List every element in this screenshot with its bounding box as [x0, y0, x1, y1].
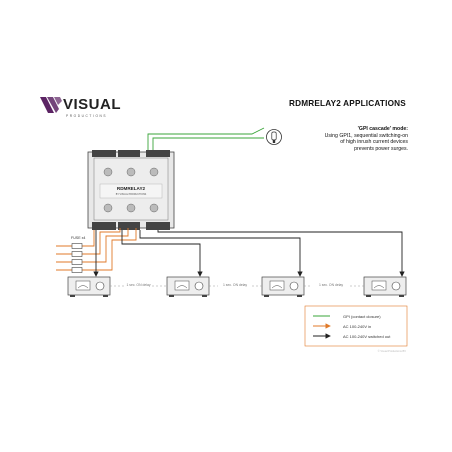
fuse-label: FUSE x4 [71, 236, 86, 240]
amplifier-2 [166, 276, 210, 297]
key-switch-icon [266, 129, 282, 145]
fuse-icons [71, 243, 83, 273]
mode-line: Using GPI1, sequential switching-on [324, 132, 408, 139]
legend-label-ac-in: AC 100-240V in [343, 323, 372, 329]
gpi-wires [147, 127, 265, 152]
legend-box [304, 305, 408, 347]
brand-subtitle: PRODUCTIONS [66, 114, 108, 118]
ac-in-wires [56, 228, 137, 271]
visual-productions-logo-mark [40, 97, 62, 113]
legend-label-ac-out: AC 100-240V switched out [343, 333, 391, 339]
page-title: RDMRELAY2 APPLICATIONS [289, 99, 406, 108]
amplifier-4 [363, 276, 407, 297]
delay-label-1: 1 sec. ON delay [126, 283, 151, 287]
device-name: RDMRELAY2 [116, 186, 146, 191]
copyright-notice: © Visual Productions BV [377, 350, 406, 353]
amplifier-3 [261, 276, 305, 297]
mode-line: of high inrush current devices [340, 139, 408, 146]
mode-title: 'GPI cascade' mode: [357, 126, 408, 132]
switched-out-wires [93, 230, 405, 277]
legend-label-gpi: GPI (contact closure) [343, 313, 381, 319]
amplifier-1 [67, 276, 111, 297]
rdmrelay2-device [87, 150, 175, 230]
delay-label-2: 1 sec. ON delay [222, 283, 248, 287]
mode-description: 'GPI cascade' mode: Using GPI1, sequenti… [248, 126, 408, 152]
brand-name: VISUAL [63, 96, 122, 113]
delay-label-3: 1 sec. ON delay [318, 283, 344, 287]
mode-line: prevents power surges. [354, 145, 408, 152]
device-subtitle: BY VISUAL PRODUCTIONS [115, 193, 147, 196]
